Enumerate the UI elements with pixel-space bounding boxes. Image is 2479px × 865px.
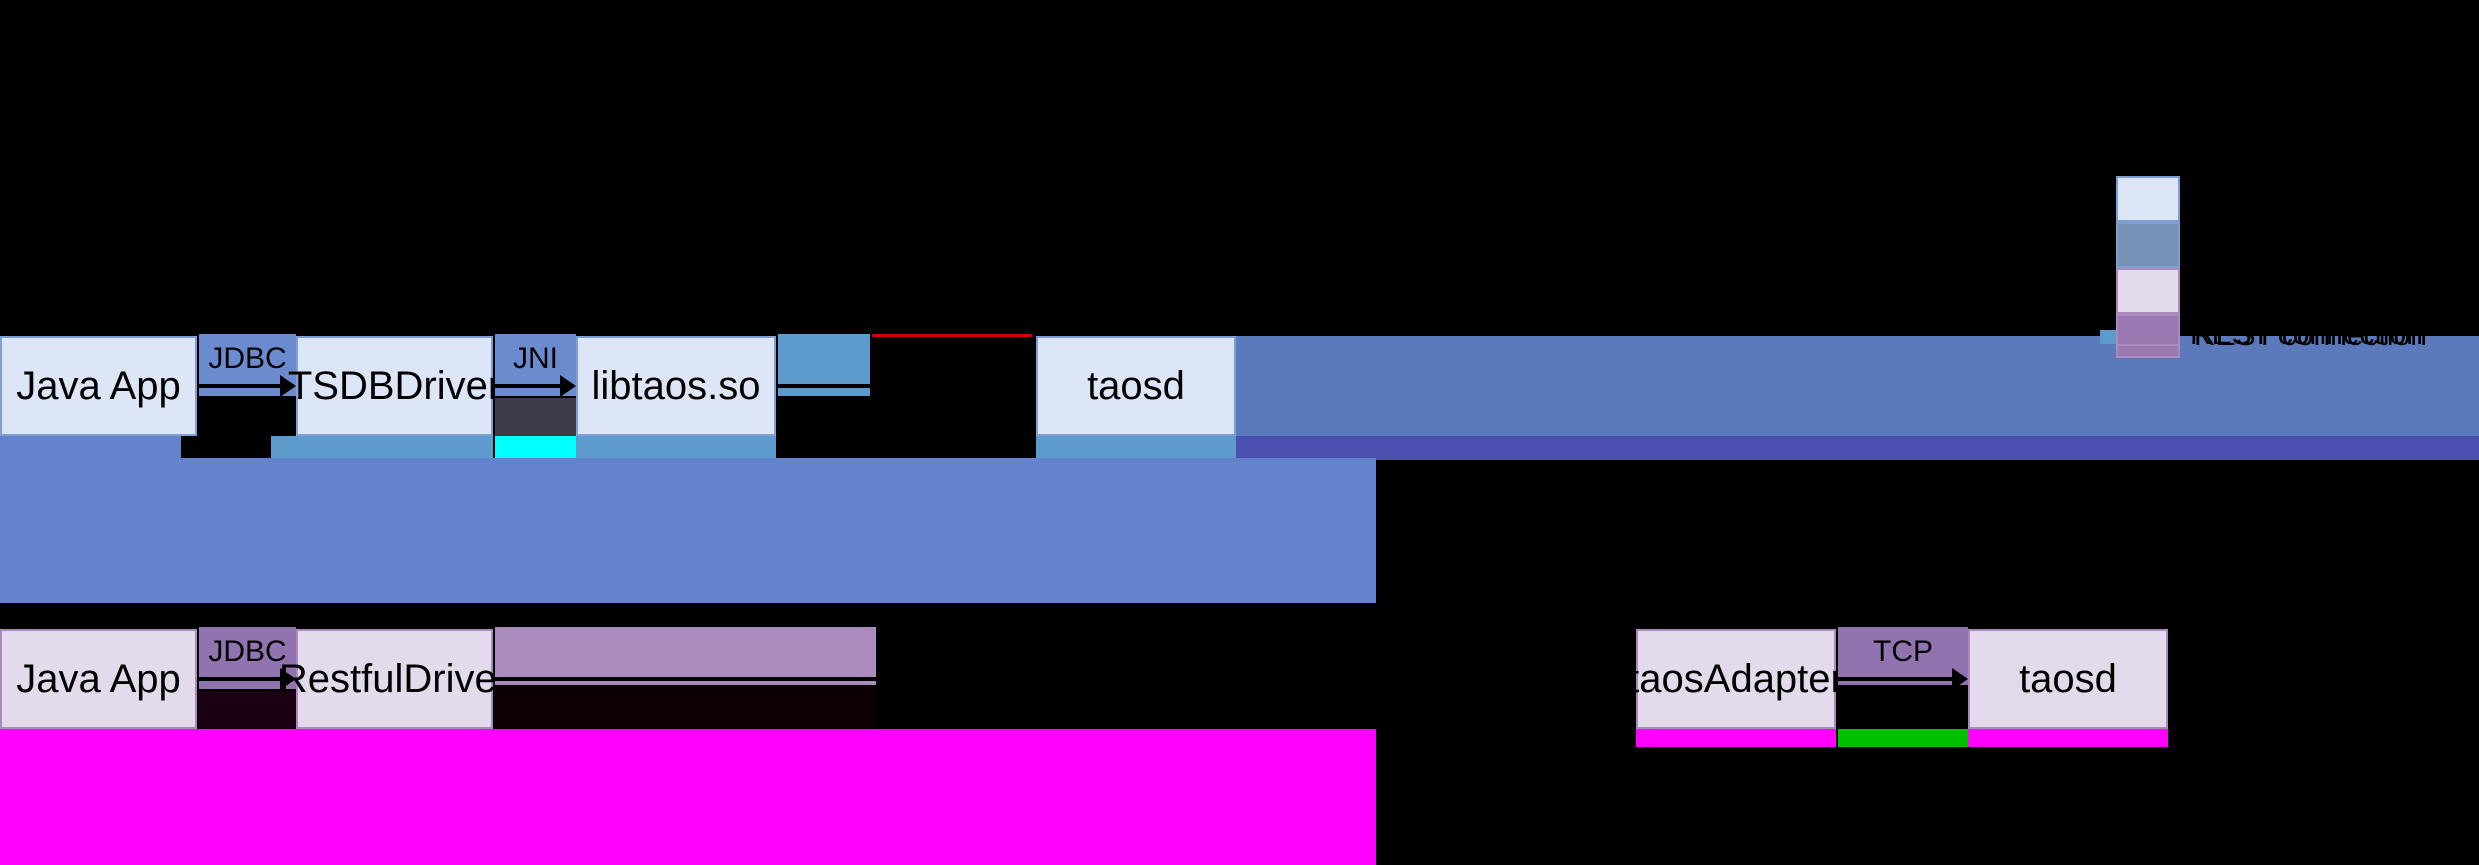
rest-highlight-band: [0, 729, 1376, 865]
connector-driver-to-lib: JNI: [495, 334, 576, 470]
legend-swatch-rest-link: [2116, 314, 2180, 346]
node-taosd-native[interactable]: taosd: [1036, 336, 1236, 436]
connector-rest-to-adapter: HTTP: [495, 627, 1636, 751]
subband-adapter: [1636, 729, 1836, 747]
legend-swatch-rest-box: [2116, 268, 2180, 314]
connector-app-to-driver: JDBC: [199, 334, 296, 458]
node-taosd-rest[interactable]: taosd: [1968, 629, 2168, 729]
node-label: TSDBDriver: [287, 364, 502, 408]
legend-label: native component: [2194, 183, 2431, 216]
server-highlight-native-accent: [1236, 436, 2479, 460]
node-label: libtaos.so: [591, 364, 761, 408]
node-libtaos-so[interactable]: libtaos.so: [576, 336, 776, 436]
connector-line: [199, 384, 282, 388]
subband-taosd-native: [1036, 436, 1236, 460]
legend-edge-fragment: [2100, 330, 2116, 344]
subband-taosd-rest: [1968, 729, 2168, 747]
connector-line: [495, 677, 1622, 681]
subband-jni-accent: [495, 436, 576, 460]
node-taos-adapter[interactable]: taosAdapter: [1628, 629, 1844, 729]
connector-line: [1838, 677, 1954, 681]
node-java-app-native[interactable]: Java App: [0, 336, 197, 436]
connector-adapter-to-taosd: TCP: [1838, 627, 1968, 751]
node-label: Java App: [16, 364, 181, 408]
subband-java-app-native: [0, 436, 181, 460]
node-restful-driver[interactable]: RestfulDriver: [279, 629, 510, 729]
legend-swatch-native-link: [2116, 222, 2180, 268]
connector-label-block: [1838, 627, 1968, 685]
connector-shadow-block: [1838, 685, 1968, 751]
subband-driver: [271, 436, 493, 460]
connector-line: [495, 384, 562, 388]
group-title-server: Server: [1500, 260, 1607, 301]
subband-libtaos: [576, 436, 776, 460]
node-label: RestfulDriver: [278, 657, 511, 701]
legend-label-native-box: native component: [2190, 182, 2427, 215]
connector-label-block: [778, 334, 870, 396]
connector-line: [199, 677, 282, 681]
group-title-client: Client: [300, 260, 393, 301]
connector-label: TCP: [1873, 635, 1933, 668]
connector-rule: [872, 334, 1032, 337]
legend-label-native-link: native connection: [2190, 228, 2424, 261]
node-label: Java App: [16, 657, 181, 701]
server-highlight-native: [1236, 336, 2479, 436]
node-label: taosd: [2019, 657, 2117, 701]
client-highlight-band: [0, 458, 1376, 603]
arrow-head-icon: [1952, 668, 1968, 690]
legend-label: REST component: [2194, 273, 2431, 306]
legend-label-rest-box: REST component: [2190, 274, 2427, 307]
node-label: taosd: [1087, 364, 1185, 408]
connector-label: JDBC: [208, 342, 287, 375]
connector-label: JNI: [513, 342, 558, 375]
legend-swatch-native-box: [2116, 176, 2180, 222]
arrow-head-icon: [560, 375, 576, 397]
connector-label-block: [199, 334, 296, 396]
legend-label: native connection: [2194, 227, 2428, 260]
connector-label: HTTP: [1026, 635, 1105, 668]
connector-accent-band: [1838, 729, 1968, 747]
legend-label-rest-link: REST connection: [2190, 318, 2423, 351]
node-tsdb-driver[interactable]: TSDBDriver: [288, 336, 501, 436]
legend-label: REST connection: [2194, 319, 2427, 352]
connector-label-block: [495, 334, 576, 396]
node-java-app-rest[interactable]: Java App: [0, 629, 197, 729]
connector-label-block: [495, 627, 876, 685]
node-label: taosAdapter: [1628, 657, 1844, 701]
